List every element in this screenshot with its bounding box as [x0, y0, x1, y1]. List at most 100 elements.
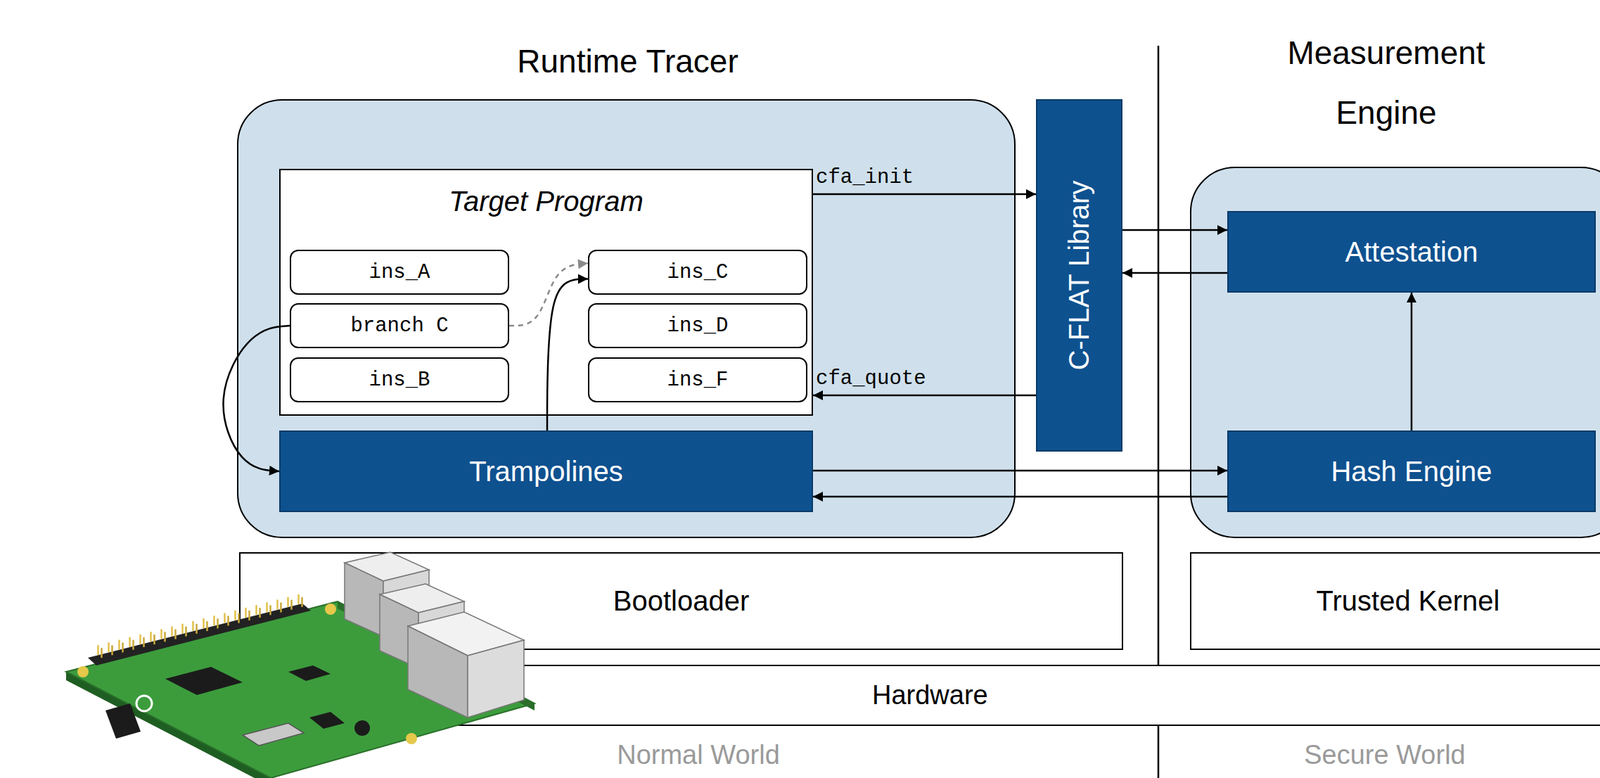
arrow-connector	[1410, 292, 1413, 431]
library-box: C-FLAT Library	[1035, 99, 1123, 452]
gpio-pins	[98, 594, 303, 658]
gpio-pin	[269, 604, 272, 615]
arrow-connector	[813, 394, 1036, 397]
gpio-pin	[107, 642, 110, 652]
board-edge	[337, 601, 535, 711]
box-label: ins_C	[666, 260, 728, 285]
gpio-pin	[111, 644, 114, 655]
gpio-pin	[181, 623, 184, 634]
world-label: Normal World	[616, 739, 780, 771]
box-label: Hash Engine	[1330, 455, 1492, 488]
gpio-pin	[265, 602, 268, 612]
instruction-box: ins_B	[289, 357, 510, 403]
world-label: Secure World	[1303, 739, 1466, 771]
box-label: Trusted Kernel	[1316, 585, 1501, 617]
gpio-pin	[174, 629, 177, 640]
audio-jack	[354, 720, 370, 736]
target-program-box: Target Program ins_Abranch C ins_B ins_Cins…	[279, 168, 814, 416]
mount-hole	[324, 603, 337, 615]
gpio-pin	[97, 644, 100, 655]
gpio-pin	[213, 615, 216, 626]
gpio-pin	[170, 626, 174, 637]
gpio-pin	[132, 640, 135, 650]
board-edge	[66, 671, 271, 778]
trusted-kernel-box: Trusted Kernel	[1189, 552, 1600, 650]
mount-hole	[77, 666, 89, 678]
gpio-pin	[290, 599, 293, 610]
gpio-pin	[195, 623, 198, 634]
instruction-box: ins_D	[587, 303, 808, 349]
gpio-pin	[279, 602, 283, 613]
gpio-pin	[202, 618, 205, 629]
gpio-pin	[100, 647, 103, 658]
instruction-box: ins_F	[587, 357, 808, 403]
gpio-pin	[234, 610, 237, 621]
arrow-connector	[223, 325, 290, 472]
board	[66, 601, 535, 778]
gpio-pin	[223, 613, 226, 624]
box-label: ins_D	[666, 314, 728, 338]
instruction-box: branch C	[289, 303, 510, 349]
box-label: C-FLAT Library	[1063, 180, 1096, 371]
box-label: Bootloader	[613, 585, 750, 617]
usb-port	[379, 583, 465, 669]
chip	[288, 665, 331, 681]
arrow-connector	[1122, 229, 1228, 232]
region-heading: Measurement Engine	[1259, 23, 1513, 143]
usb-port	[344, 552, 430, 637]
hardware-band: Hardware	[239, 664, 1600, 726]
box-title: Target Program	[280, 185, 812, 218]
box-label: ins_B	[368, 368, 430, 392]
logo	[136, 695, 152, 712]
gpio-pin	[163, 631, 166, 642]
arrow-connector	[1122, 272, 1228, 275]
ethernet-port	[407, 611, 524, 718]
gpio-pin	[227, 616, 230, 626]
gpio-pin	[301, 597, 304, 607]
attestation-box: Attestation	[1227, 210, 1596, 293]
gpio-pin	[192, 621, 195, 631]
box-label: Attestation	[1344, 236, 1478, 268]
dashed-arrow	[509, 263, 588, 326]
gpio-pin	[297, 594, 300, 605]
edge-label: cfa_quote	[815, 367, 927, 391]
hash-engine-box: Hash Engine	[1227, 430, 1596, 512]
csi-connector	[309, 711, 345, 729]
gpio-pin	[244, 607, 247, 618]
instruction-box: ins_C	[587, 249, 808, 295]
gpio-pin	[139, 634, 142, 645]
box-label: ins_F	[666, 368, 728, 392]
gpio-pin	[153, 634, 156, 645]
gpio-header	[87, 603, 311, 666]
box-label: Hardware	[872, 680, 989, 711]
gpio-pin	[142, 637, 145, 648]
gpio-pin	[248, 610, 251, 621]
gpio-pin	[184, 626, 188, 637]
gpio-pin	[160, 628, 163, 639]
box-label: Trampolines	[469, 455, 624, 488]
arrow-connector	[813, 193, 1036, 196]
region-heading: Runtime Tracer	[238, 42, 1017, 80]
box-label: branch C	[350, 314, 448, 338]
arrow-connector	[813, 469, 1228, 472]
gpio-pin	[128, 637, 131, 648]
gpio-pin	[258, 607, 261, 618]
gpio-pin	[149, 631, 152, 642]
connector	[105, 703, 141, 739]
edge-label: cfa_init	[815, 165, 914, 190]
runtime-tracer-region: Runtime TracerTarget Programins_Abranch …	[237, 99, 1016, 539]
instruction-box: ins_A	[289, 249, 510, 295]
arrow-connector	[813, 495, 1228, 498]
mount-hole	[405, 732, 418, 745]
soc-chip	[165, 666, 243, 695]
gpio-pin	[206, 621, 209, 631]
hdmi-port	[242, 722, 304, 746]
bootloader-box: Bootloader	[239, 552, 1124, 650]
trampolines-box: Trampolines	[279, 430, 814, 512]
gpio-pin	[118, 640, 121, 650]
gpio-pin	[121, 642, 124, 653]
arrow-connector	[547, 279, 588, 431]
gpio-pin	[255, 604, 258, 615]
gpio-pin	[216, 618, 219, 629]
